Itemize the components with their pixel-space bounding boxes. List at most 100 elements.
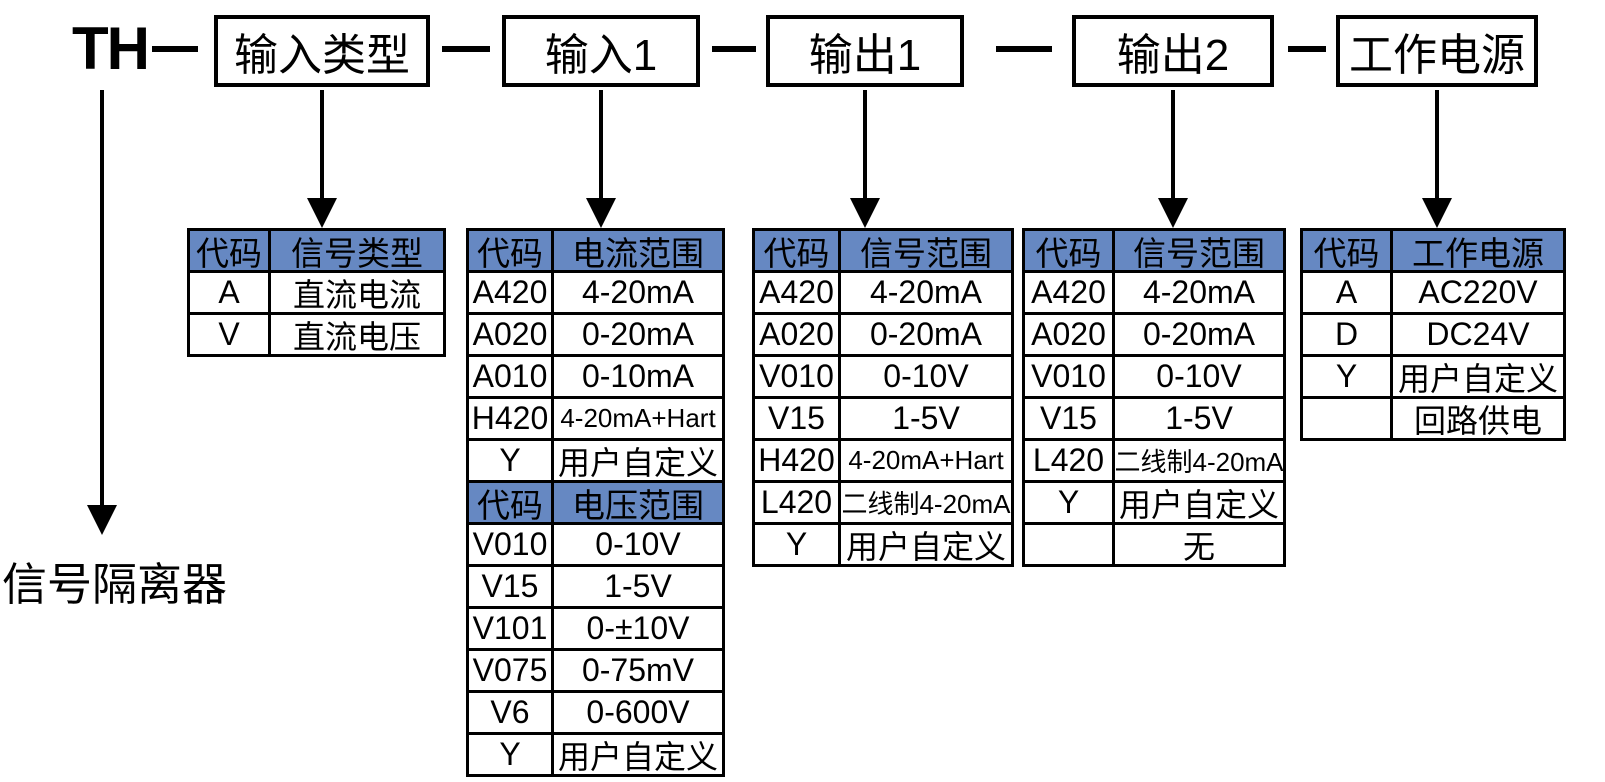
down-arrow-head bbox=[1422, 198, 1452, 228]
value-cell: 0-20mA bbox=[1142, 316, 1256, 352]
code-header-cell: 代码 bbox=[1303, 231, 1393, 272]
field-box-label: 工作电源 bbox=[1349, 31, 1525, 80]
value-header-cell: 信号范围 bbox=[1133, 234, 1265, 272]
code-cell: H420 bbox=[469, 399, 554, 438]
field-box-output1: 输出1 bbox=[766, 15, 964, 87]
table-row: A420 4-20mA bbox=[755, 270, 1011, 312]
code-header-cell: 代码 bbox=[190, 231, 271, 272]
code-cell: A420 bbox=[469, 273, 554, 312]
value-cell: 0-10V bbox=[883, 358, 969, 394]
code-cell: V15 bbox=[1025, 399, 1115, 438]
value-cell: 0-600V bbox=[586, 694, 690, 730]
code-header-cell: 代码 bbox=[469, 483, 554, 524]
code-cell: A020 bbox=[755, 315, 841, 354]
down-arrow-line bbox=[863, 90, 867, 198]
field-box-label: 输入类型 bbox=[234, 31, 410, 80]
table-row: V15 1-5V bbox=[469, 564, 722, 606]
value-cell: 二线制4-20mA bbox=[1114, 447, 1284, 477]
code-cell: Y bbox=[755, 525, 841, 564]
code-cell: V101 bbox=[469, 609, 554, 648]
value-header-cell: 信号类型 bbox=[291, 234, 423, 272]
value-header-cell: 工作电源 bbox=[1412, 234, 1544, 272]
value-header-cell: 信号范围 bbox=[860, 234, 992, 272]
down-arrow-head bbox=[87, 505, 117, 535]
value-cell: 用户自定义 bbox=[557, 738, 718, 775]
value-cell: 0-±10V bbox=[586, 610, 690, 646]
down-arrow-head bbox=[1158, 198, 1188, 228]
table-header-row: 代码信号类型 bbox=[190, 231, 443, 272]
dash-connector bbox=[152, 46, 198, 52]
table-row: A010 0-10mA bbox=[469, 354, 722, 396]
field-box-label: 输出1 bbox=[808, 31, 922, 80]
table-row: A420 4-20mA bbox=[469, 270, 722, 312]
field-box-label: 输入1 bbox=[544, 31, 658, 80]
code-cell: Y bbox=[469, 735, 554, 774]
value-cell: 0-10V bbox=[1156, 358, 1242, 394]
code-cell: L420 bbox=[755, 483, 841, 522]
dash-connector bbox=[442, 46, 490, 52]
code-cell: A bbox=[1303, 273, 1393, 312]
code-cell: A bbox=[190, 273, 271, 312]
table-header-row: 代码信号范围 bbox=[755, 231, 1011, 272]
down-arrow-head bbox=[586, 198, 616, 228]
value-header-cell: 电压范围 bbox=[572, 486, 704, 524]
code-cell bbox=[1025, 525, 1115, 564]
value-cell: 1-5V bbox=[892, 400, 960, 436]
value-cell: 0-10V bbox=[595, 526, 681, 562]
value-cell: 4-20mA bbox=[869, 274, 983, 310]
code-cell: A010 bbox=[469, 357, 554, 396]
field-box-input-type: 输入类型 bbox=[214, 15, 430, 87]
model-prefix: TH bbox=[72, 15, 150, 82]
down-arrow-line bbox=[320, 90, 324, 198]
value-cell: 4-20mA bbox=[581, 274, 695, 310]
value-cell: DC24V bbox=[1426, 316, 1530, 352]
code-cell: A420 bbox=[755, 273, 841, 312]
value-cell: 0-10mA bbox=[581, 358, 695, 394]
value-cell: 用户自定义 bbox=[1118, 486, 1279, 523]
code-cell bbox=[1303, 399, 1393, 438]
code-cell: A020 bbox=[1025, 315, 1115, 354]
code-cell: V bbox=[190, 315, 271, 354]
value-cell: AC220V bbox=[1418, 274, 1538, 310]
code-cell: Y bbox=[1303, 357, 1393, 396]
table-row: A 直流电流 bbox=[190, 270, 443, 313]
down-arrow-head bbox=[307, 198, 337, 228]
table-header-row: 代码电压范围 bbox=[469, 480, 722, 524]
code-cell: V15 bbox=[469, 567, 554, 606]
code-cell: V010 bbox=[755, 357, 841, 396]
product-name: 信号隔离器 bbox=[2, 559, 228, 610]
table-header-row: 代码电流范围 bbox=[469, 231, 722, 272]
down-arrow-line bbox=[1171, 90, 1175, 198]
table-row: A AC220V bbox=[1303, 270, 1563, 312]
dash-connector bbox=[712, 46, 756, 52]
value-cell: 直流电流 bbox=[292, 276, 421, 313]
code-cell: Y bbox=[1025, 483, 1115, 522]
table-row: 回路供电 bbox=[1303, 396, 1563, 439]
value-cell: 1-5V bbox=[604, 568, 672, 604]
value-cell: 0-20mA bbox=[581, 316, 695, 352]
value-cell: 直流电压 bbox=[292, 318, 421, 355]
table-row: V 直流电压 bbox=[190, 312, 443, 355]
down-arrow-line bbox=[1435, 90, 1439, 198]
value-header-cell: 电流范围 bbox=[572, 234, 704, 272]
value-cell: 4-20mA+Hart bbox=[560, 403, 716, 433]
table-header-row: 代码信号范围 bbox=[1025, 231, 1283, 272]
